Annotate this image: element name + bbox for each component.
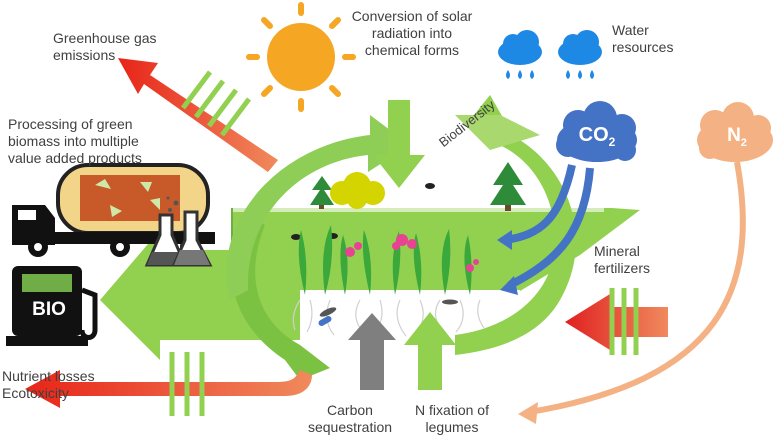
crop-plants bbox=[292, 225, 485, 337]
water-resources-label: Water resources bbox=[612, 22, 674, 55]
greenhouse-gas-arrow bbox=[118, 58, 278, 172]
solar-conversion-label: Conversion of solar radiation into chemi… bbox=[351, 8, 473, 58]
co2-arrows bbox=[504, 164, 594, 289]
n2-arrow bbox=[529, 161, 746, 415]
lab-flask-icon bbox=[144, 196, 213, 267]
n2-cloud-icon bbox=[697, 102, 773, 162]
nutrient-losses-label: Nutrient losses Ecotoxicity bbox=[2, 368, 95, 401]
carbon-sequestration-label: Carbon sequestration bbox=[307, 402, 393, 435]
processing-label: Processing of green biomass into multipl… bbox=[8, 116, 142, 166]
rain-cloud-icon bbox=[498, 30, 602, 79]
sun-icon bbox=[246, 2, 356, 112]
mineral-fertilizers-label: Mineral fertilizers bbox=[594, 243, 651, 276]
n-fixation-label: N fixation of legumes bbox=[415, 402, 489, 435]
n-fixation-arrow bbox=[404, 312, 456, 390]
mineral-fertilizer-arrow bbox=[565, 288, 668, 355]
solar-down-arrow bbox=[373, 100, 425, 188]
co2-label: CO2 bbox=[578, 124, 616, 149]
tree-icon bbox=[310, 162, 526, 211]
greenhouse-gas-label: Greenhouse gas emissions bbox=[53, 30, 157, 63]
bush-icon bbox=[330, 172, 385, 209]
carbon-sequestration-arrow bbox=[348, 313, 396, 390]
nutrient-loss-arrow bbox=[25, 352, 312, 416]
bio-label: BIO bbox=[32, 299, 66, 320]
co2-cloud-icon bbox=[556, 101, 637, 162]
n2-label: N2 bbox=[727, 125, 747, 149]
fuel-pump-icon bbox=[6, 266, 98, 346]
